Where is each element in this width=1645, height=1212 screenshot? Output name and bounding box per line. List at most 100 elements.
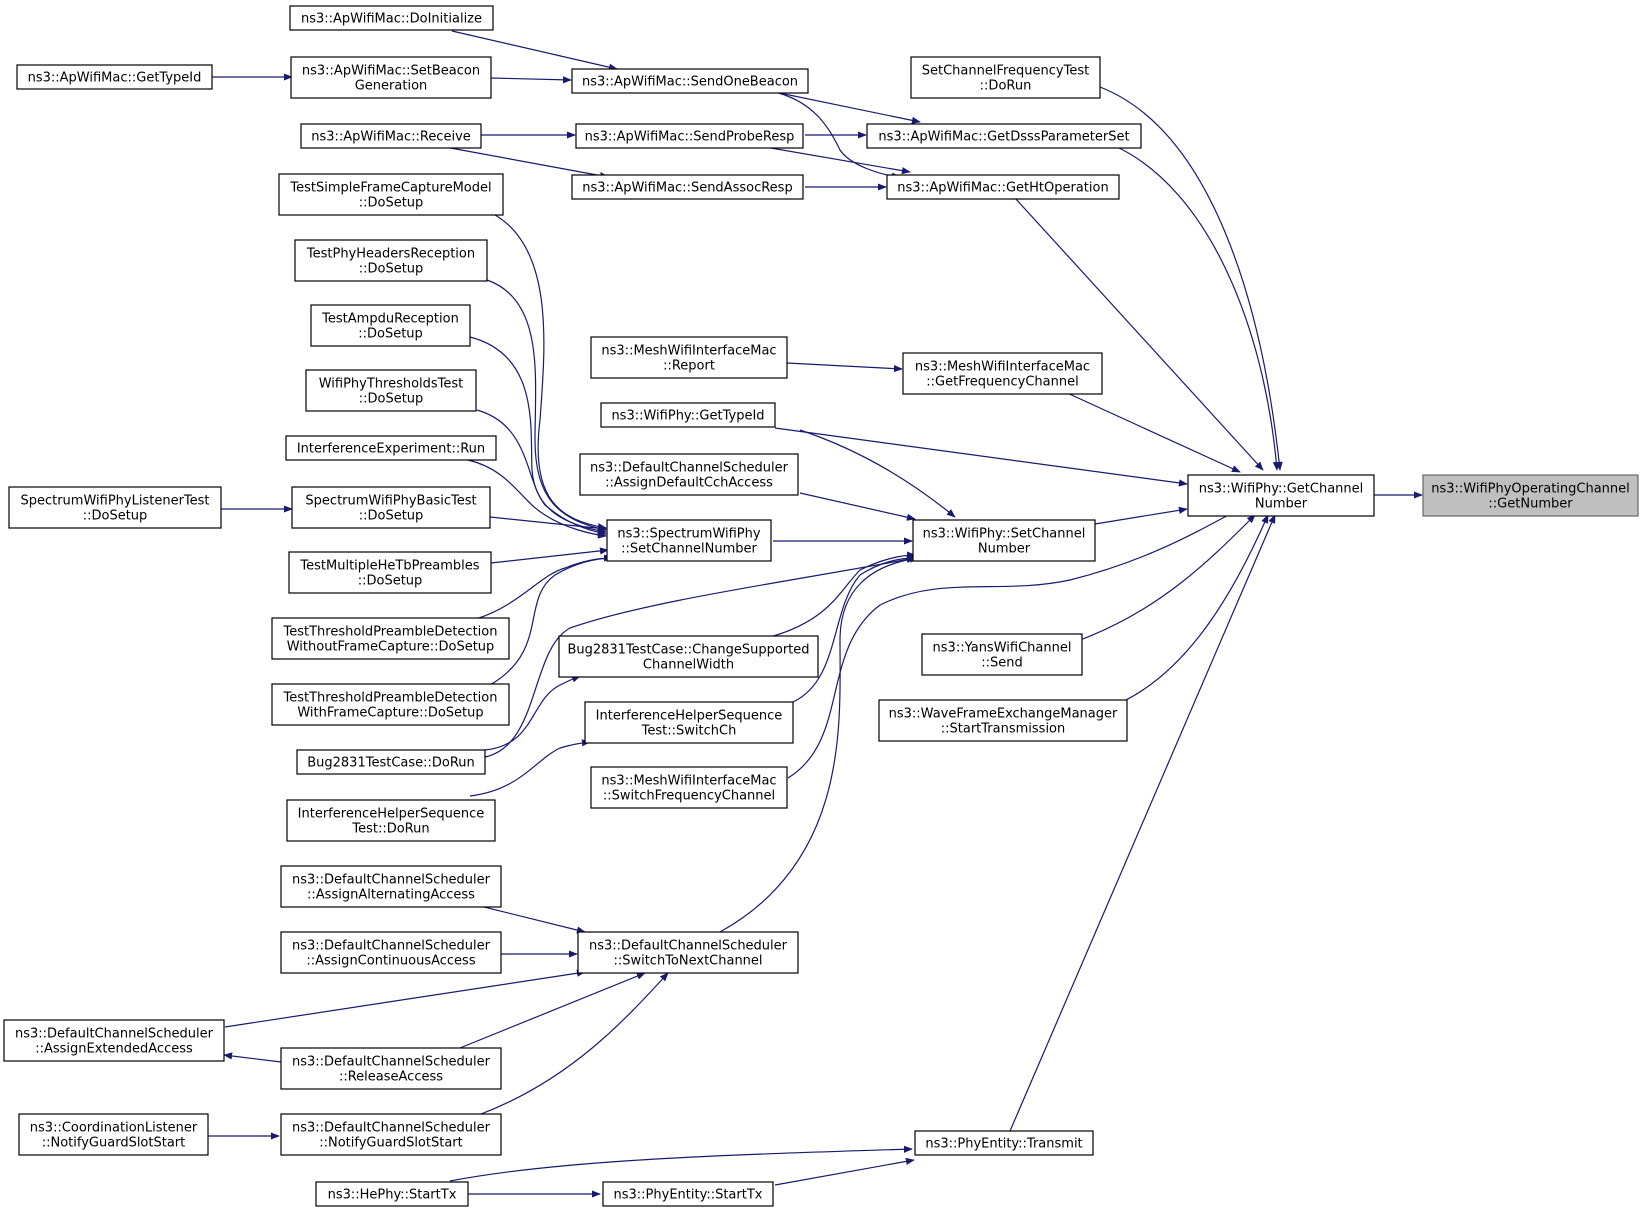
node-setchannelfreqtest[interactable]: SetChannelFrequencyTest::DoRun bbox=[910, 56, 1101, 99]
node-meshgetfreq[interactable]: ns3::MeshWifiInterfaceMac::GetFrequencyC… bbox=[902, 352, 1103, 395]
edge-sendonebeacon-to-getdsss bbox=[764, 89, 921, 124]
node-spectrumlistener[interactable]: SpectrumWifiPhyListenerTest::DoSetup bbox=[8, 486, 222, 529]
node-testthreshwithout[interactable]: TestThresholdPreambleDetectionWithoutFra… bbox=[271, 617, 510, 660]
edge-sendonebeacon-to-gethtop bbox=[769, 90, 901, 180]
node-label-line: ::DoSetup bbox=[358, 574, 423, 589]
edge-wifiphysetchannel-to-getchannelnumber bbox=[1094, 506, 1188, 525]
node-label-line: ns3::DefaultChannelScheduler bbox=[292, 1121, 491, 1136]
node-apreceive[interactable]: ns3::ApWifiMac::Receive bbox=[300, 123, 482, 149]
node-spectrumsetchannel[interactable]: ns3::SpectrumWifiPhy::SetChannelNumber bbox=[606, 519, 772, 562]
edge-testthreshwith-to-spectrumsetchannel bbox=[489, 554, 616, 686]
node-label-line: ns3::ApWifiMac::GetDsssParameterSet bbox=[878, 130, 1129, 145]
node-testsimpleframe[interactable]: TestSimpleFrameCaptureModel::DoSetup bbox=[278, 173, 504, 216]
node-bug2831change[interactable]: Bug2831TestCase::ChangeSupportedChannelW… bbox=[558, 635, 819, 678]
node-box bbox=[3, 1019, 225, 1062]
node-label-line: ::DoSetup bbox=[359, 196, 424, 211]
node-bug2831dorun[interactable]: Bug2831TestCase::DoRun bbox=[296, 749, 486, 775]
node-box bbox=[584, 701, 794, 744]
node-box bbox=[290, 56, 492, 99]
node-root[interactable]: ns3::WifiPhyOperatingChannel::GetNumber bbox=[1422, 474, 1639, 517]
edge-yanssend-to-getchannelnumber bbox=[1079, 514, 1256, 641]
node-apgettypeid[interactable]: ns3::ApWifiMac::GetTypeId bbox=[16, 64, 213, 90]
node-sendonebeacon[interactable]: ns3::ApWifiMac::SendOneBeacon bbox=[571, 68, 809, 94]
node-assignextended[interactable]: ns3::DefaultChannelScheduler::AssignExte… bbox=[3, 1019, 225, 1062]
node-label-line: WithoutFrameCapture::DoSetup bbox=[287, 640, 495, 655]
edge-getdsss-to-getchannelnumber bbox=[1114, 145, 1280, 471]
node-interferenceexp[interactable]: InterferenceExperiment::Run bbox=[285, 435, 497, 461]
node-sendassocresp[interactable]: ns3::ApWifiMac::SendAssocResp bbox=[571, 174, 804, 200]
edge-wifiphygettypeid-to-getchannelnumber bbox=[774, 427, 1188, 487]
node-phyentitytransmit[interactable]: ns3::PhyEntity::Transmit bbox=[914, 1130, 1094, 1156]
node-box bbox=[8, 486, 222, 529]
node-label-line: Test::DoRun bbox=[351, 822, 429, 837]
node-wifiphysetchannel[interactable]: ns3::WifiPhy::SetChannelNumber bbox=[912, 519, 1096, 562]
node-gethtop[interactable]: ns3::ApWifiMac::GetHtOperation bbox=[886, 174, 1120, 200]
node-label-line: ns3::ApWifiMac::DoInitialize bbox=[301, 12, 482, 27]
node-label-line: ns3::DefaultChannelScheduler bbox=[292, 873, 491, 888]
node-meshswitchfreq[interactable]: ns3::MeshWifiInterfaceMac::SwitchFrequen… bbox=[590, 766, 788, 809]
node-hephystarttx[interactable]: ns3::HePhy::StartTx bbox=[315, 1181, 469, 1207]
node-assigncontinuous[interactable]: ns3::DefaultChannelScheduler::AssignCont… bbox=[280, 931, 502, 974]
node-meshreport[interactable]: ns3::MeshWifiInterfaceMac::Report bbox=[590, 336, 788, 379]
node-box bbox=[558, 635, 819, 678]
node-label-line: ns3::ApWifiMac::SendOneBeacon bbox=[582, 75, 798, 90]
node-testthreshwith[interactable]: TestThresholdPreambleDetectionWithFrameC… bbox=[271, 683, 510, 726]
node-label-line: TestThresholdPreambleDetection bbox=[283, 625, 498, 640]
node-label-line: ::AssignDefaultCchAccess bbox=[605, 476, 773, 491]
edge-bug2831dorun-to-wifiphysetchannel bbox=[484, 555, 916, 758]
node-label-line: ::Send bbox=[981, 656, 1023, 671]
node-label-line: ns3::ApWifiMac::SendProbeResp bbox=[585, 130, 795, 145]
node-getdsss[interactable]: ns3::ApWifiMac::GetDsssParameterSet bbox=[866, 123, 1142, 149]
node-label-line: ::GetNumber bbox=[1488, 497, 1573, 512]
node-label-line: ::StartTransmission bbox=[941, 722, 1066, 737]
node-releaseaccess[interactable]: ns3::DefaultChannelScheduler::ReleaseAcc… bbox=[280, 1047, 502, 1090]
node-label-line: TestAmpduReception bbox=[321, 312, 459, 327]
node-coordlistener[interactable]: ns3::CoordinationListener::NotifyGuardSl… bbox=[18, 1113, 209, 1156]
node-box bbox=[902, 352, 1103, 395]
node-box bbox=[305, 369, 477, 412]
edge-meshswitchfreq-to-getchannelnumber bbox=[787, 504, 1248, 779]
node-testmultiplehetb[interactable]: TestMultipleHeTbPreambles::DoSetup bbox=[288, 551, 492, 594]
node-switchtonext[interactable]: ns3::DefaultChannelScheduler::SwitchToNe… bbox=[577, 931, 799, 974]
edge-assigndefaultcch-to-wifiphysetchannel bbox=[799, 492, 916, 521]
node-spectrumbasic[interactable]: SpectrumWifiPhyBasicTest::DoSetup bbox=[291, 486, 491, 529]
node-testphyheaders[interactable]: TestPhyHeadersReception::DoSetup bbox=[294, 239, 488, 282]
node-label-line: ::NotifyGuardSlotStart bbox=[42, 1136, 186, 1151]
node-label-line: Generation bbox=[355, 79, 428, 94]
node-box bbox=[866, 123, 1142, 149]
node-label-line: ns3::YansWifiChannel bbox=[933, 641, 1072, 656]
node-yanssend[interactable]: ns3::YansWifiChannel::Send bbox=[921, 633, 1083, 676]
node-apdoinit[interactable]: ns3::ApWifiMac::DoInitialize bbox=[289, 5, 494, 31]
node-phyentitystarttx[interactable]: ns3::PhyEntity::StartTx bbox=[602, 1181, 774, 1207]
edge-phyentitytransmit-to-getchannelnumber bbox=[1009, 514, 1276, 1132]
edge-testmultiplehetb-to-spectrumsetchannel bbox=[490, 547, 609, 564]
edge-bug2831dorun-to-bug2831change bbox=[484, 675, 581, 751]
edge-bug2831change-to-wifiphysetchannel bbox=[769, 551, 916, 638]
node-testampdu[interactable]: TestAmpduReception::DoSetup bbox=[310, 304, 471, 347]
node-notifyguard[interactable]: ns3::DefaultChannelScheduler::NotifyGuar… bbox=[280, 1113, 502, 1156]
edge-wavestarttx-to-getchannelnumber bbox=[1119, 514, 1269, 704]
node-label-line: InterferenceHelperSequence bbox=[298, 807, 485, 822]
node-wifiphythresholds[interactable]: WifiPhyThresholdsTest::DoSetup bbox=[305, 369, 477, 412]
edge-assignextended-to-switchtonext bbox=[224, 969, 586, 1028]
node-label-line: InterferenceExperiment::Run bbox=[297, 442, 485, 457]
node-wavestarttx[interactable]: ns3::WaveFrameExchangeManager::StartTran… bbox=[878, 699, 1128, 742]
node-box bbox=[16, 64, 213, 90]
node-assignalternating[interactable]: ns3::DefaultChannelScheduler::AssignAlte… bbox=[280, 865, 502, 908]
edge-gethtop-to-getchannelnumber bbox=[1014, 197, 1264, 471]
node-assigndefaultcch[interactable]: ns3::DefaultChannelScheduler::AssignDefa… bbox=[579, 453, 799, 496]
node-label-line: ns3::WifiPhyOperatingChannel bbox=[1431, 482, 1630, 497]
node-label-line: ns3::PhyEntity::Transmit bbox=[925, 1137, 1082, 1152]
node-wifiphygettypeid[interactable]: ns3::WifiPhy::GetTypeId bbox=[600, 402, 776, 428]
node-sendproberesp[interactable]: ns3::ApWifiMac::SendProbeResp bbox=[575, 123, 804, 149]
node-label-line: ns3::DefaultChannelScheduler bbox=[292, 939, 491, 954]
node-label-line: Test::SwitchCh bbox=[641, 724, 737, 739]
edge-notifyguard-to-switchtonext bbox=[480, 972, 669, 1115]
nodes: ns3::WifiPhyOperatingChannel::GetNumber … bbox=[3, 5, 1639, 1207]
node-label-line: ::GetFrequencyChannel bbox=[926, 375, 1078, 390]
